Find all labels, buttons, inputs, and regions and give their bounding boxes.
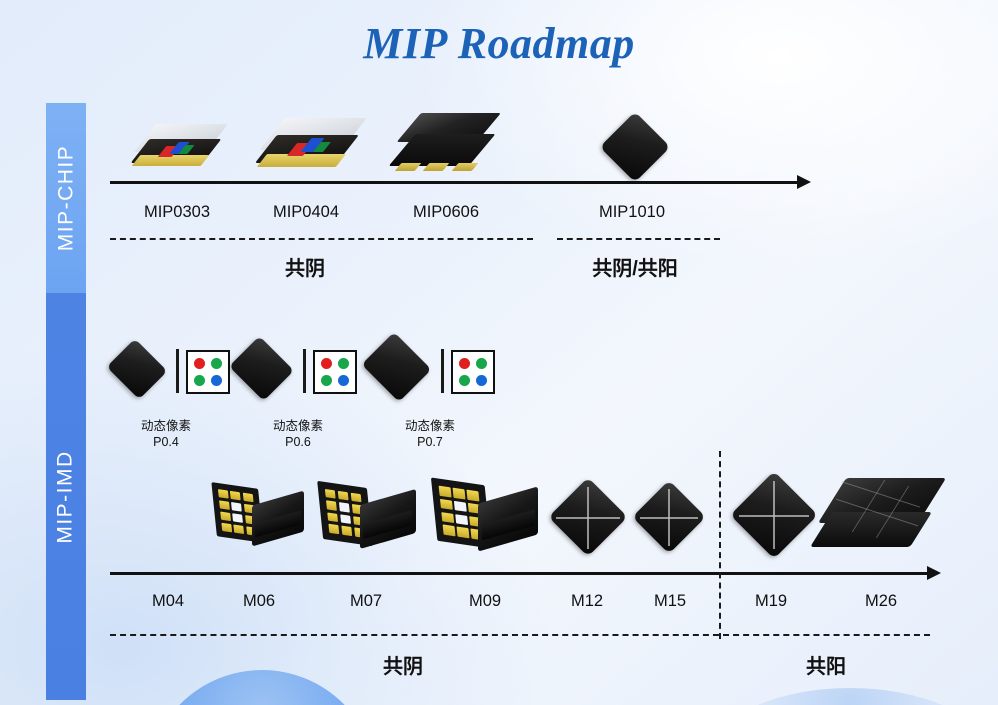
sidebar-item-mip-imd[interactable]: MIP-IMD	[46, 293, 86, 700]
pixel-label-p04: 动态像素 P0.4	[141, 419, 191, 450]
imd-label-m12: M12	[570, 592, 604, 610]
chip-timeline-axis	[110, 175, 811, 189]
diamond-body	[106, 338, 168, 400]
decorative-glow	[700, 688, 998, 705]
imd-label-m07: M07	[349, 592, 383, 610]
pixel-label-line1: 动态像素	[272, 419, 324, 433]
imd-label-m04: M04	[151, 592, 185, 610]
imd-timeline-axis	[110, 566, 941, 580]
package-image-mip0404	[255, 118, 367, 176]
pixel-label-line1: 动态像素	[140, 419, 192, 433]
pixel-label-line2: P0.4	[153, 434, 179, 449]
diamond-body	[361, 331, 432, 403]
package-image-m09	[548, 477, 628, 557]
diamond-seam-v	[668, 489, 670, 546]
pixel-dot-blue	[476, 375, 487, 386]
imd-front-body	[251, 490, 304, 547]
imd-front-body	[360, 488, 416, 549]
decorative-circle	[147, 670, 377, 705]
chip-label-mip1010: MIP1010	[598, 203, 666, 221]
pixel-dot-blue	[211, 375, 222, 386]
divider-bar-p06	[303, 349, 306, 393]
chip-group-dash-right	[557, 238, 720, 240]
sidebar-item-mip-chip[interactable]: MIP-CHIP	[46, 103, 86, 293]
package-image-mip0606	[388, 113, 501, 175]
page-title: MIP Roadmap	[363, 19, 635, 68]
pixel-dot-red	[321, 358, 332, 369]
package-image-mip0303	[130, 124, 228, 174]
pixel-label-line2: P0.7	[417, 434, 443, 449]
imd-front-body	[477, 486, 538, 551]
imd-group-label-common-anode: 共阳	[806, 656, 846, 678]
pixel-map-p07	[451, 350, 495, 394]
pixel-map-p06	[313, 350, 357, 394]
package-image-m26	[810, 478, 947, 556]
diamond-seam-v	[773, 481, 775, 549]
diamond-body	[228, 335, 295, 402]
imd-label-m09: M09	[468, 592, 502, 610]
diamond-seam-v	[587, 487, 589, 549]
pixel-dot-green-2	[459, 375, 470, 386]
diamond-body	[599, 111, 671, 183]
imd-group-divider	[719, 451, 721, 639]
pixel-dot-red	[459, 358, 470, 369]
package-image-m12	[632, 480, 706, 554]
imd-label-m19: M19	[754, 592, 788, 610]
package-image-dynamic-pixel-p04	[105, 338, 171, 401]
pixel-dot-green-1	[211, 358, 222, 369]
chip-group-label-common-cathode: 共阴	[285, 258, 325, 280]
block-side-face	[810, 512, 932, 548]
chip-label-mip0303: MIP0303	[143, 203, 211, 221]
package-image-dynamic-pixel-p06	[228, 335, 298, 402]
pixel-dot-green-1	[476, 358, 487, 369]
package-image-m07	[430, 477, 538, 551]
pixel-label-line1: 动态像素	[404, 419, 456, 433]
chip-label-mip0606: MIP0606	[412, 203, 480, 221]
pixel-label-line2: P0.6	[285, 434, 311, 449]
chip-group-dash-left	[110, 238, 533, 240]
package-image-m04	[211, 482, 304, 547]
package-image-dynamic-pixel-p07	[360, 331, 436, 403]
pixel-dot-green-2	[321, 375, 332, 386]
divider-bar-p04	[176, 349, 179, 393]
chip-label-mip0404: MIP0404	[272, 203, 340, 221]
package-image-mip1010	[599, 111, 671, 183]
sidebar-item-label-mip-imd: MIP-IMD	[54, 449, 78, 544]
pixel-dot-blue	[338, 375, 349, 386]
pixel-dot-red	[194, 358, 205, 369]
cube-pads	[394, 162, 478, 171]
pixel-label-p06: 动态像素 P0.6	[273, 419, 323, 450]
pixel-label-p07: 动态像素 P0.7	[405, 419, 455, 450]
package-image-m06	[317, 480, 416, 549]
pixel-map-p04	[186, 350, 230, 394]
imd-group-label-common-cathode: 共阴	[383, 656, 423, 678]
imd-group-dash	[110, 634, 930, 636]
imd-label-m06: M06	[242, 592, 276, 610]
chip-group-label-common-cathode-anode: 共阴/共阳	[592, 258, 678, 280]
divider-bar-p07	[441, 349, 444, 393]
sidebar-item-label-mip-chip: MIP-CHIP	[54, 144, 77, 252]
pixel-dot-green-1	[338, 358, 349, 369]
imd-label-m26: M26	[864, 592, 898, 610]
package-image-m15	[730, 471, 818, 559]
imd-label-m15: M15	[653, 592, 687, 610]
pixel-dot-green-2	[194, 375, 205, 386]
